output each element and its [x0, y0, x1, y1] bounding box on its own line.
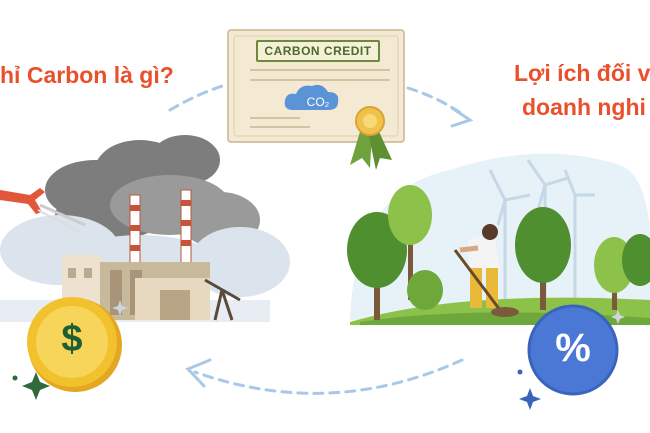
left-headline: hỉ Carbon là gì?: [0, 62, 174, 88]
percent-icon: %: [555, 326, 591, 370]
gardener-figure: [453, 224, 519, 317]
co2-badge-text: CO₂: [306, 95, 330, 109]
arrow-top-left: [168, 83, 227, 112]
oil-pump-icon: [204, 278, 241, 321]
tree-icon: [347, 185, 650, 320]
right-headline-line1: Lợi ích đối v: [514, 60, 650, 86]
airplane-icon: [0, 188, 86, 233]
arrow-bottom-head: [185, 358, 212, 388]
right-headline-line2: doanh nghi: [522, 94, 646, 120]
certificate-title: CARBON CREDIT: [256, 40, 380, 62]
arrow-top-right-head: [450, 106, 474, 128]
dollar-icon: $: [61, 318, 83, 360]
arrow-bottom: [193, 358, 464, 395]
